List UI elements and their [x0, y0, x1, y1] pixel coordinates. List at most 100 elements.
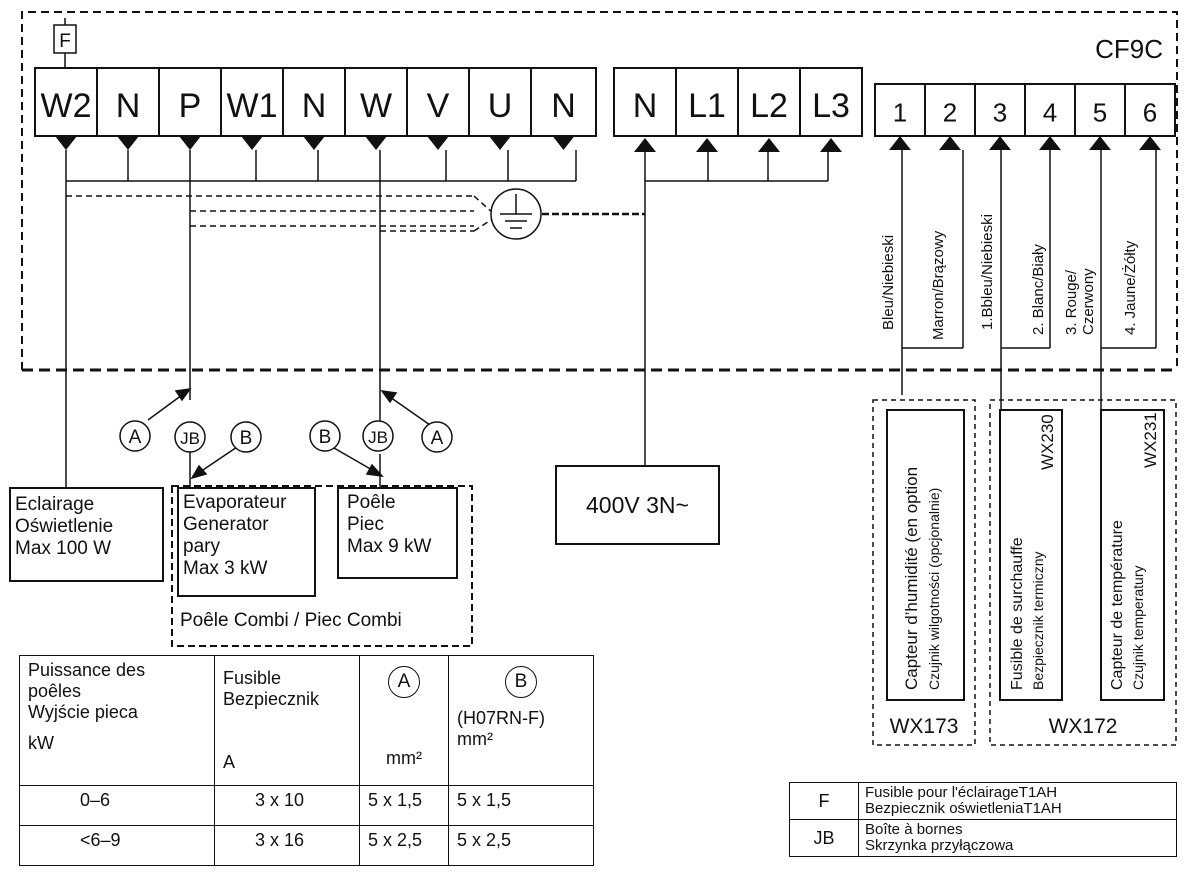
- terminal-arrow: [55, 136, 77, 150]
- wire-label-1: Bleu/Niebieski: [880, 235, 897, 330]
- table-header-row: Puissance des poêles Wyjście pieca kW Fu…: [19, 655, 594, 786]
- terminal-label: N: [116, 87, 141, 125]
- marker-b-right: [309, 420, 341, 452]
- wx172-group-border: [989, 399, 1177, 746]
- wire-label-4: 2. Blanc/Biały: [1030, 244, 1047, 335]
- cable-table: Puissance des poêles Wyjście pieca kW Fu…: [19, 655, 594, 866]
- terminal-label: P: [179, 87, 202, 125]
- terminal-arrow: [303, 136, 325, 150]
- evaporator-label-fr: Evaporateur: [183, 492, 287, 513]
- wire-label-3: 1.Bbleu/Niebieski: [979, 214, 996, 330]
- evaporator-box: Evaporateur Generator pary Max 3 kW: [177, 487, 316, 597]
- terminal-label: W2: [41, 87, 92, 125]
- terminal-arrow: [939, 136, 961, 150]
- wire-label-5b: Czerwony: [1080, 268, 1097, 335]
- terminal-arrow: [365, 136, 387, 150]
- terminal-cell: [874, 83, 926, 137]
- lighting-label-pl: Oświetlenie: [15, 516, 114, 537]
- terminal-label: 1: [893, 97, 907, 127]
- legend-row-jb: JB Boîte à bornes Skrzynka przyłączowa: [789, 819, 1177, 857]
- overheat-fuse-label-fr: Fusible de surchauffe: [1009, 537, 1026, 690]
- junction-box-left: [174, 421, 206, 453]
- header-cable-a: A mm²: [359, 655, 449, 786]
- fuse-symbol-label: F: [59, 31, 71, 52]
- stove-label-pl: Piec: [347, 514, 384, 535]
- table-row: 0–6 3 x 10 5 x 1,5 5 x 1,5: [19, 785, 594, 826]
- legend-row-fuse: F Fusible pour l'éclairageT1AH Bezpieczn…: [789, 782, 1177, 820]
- lighting-box: Eclairage Oświetlenie Max 100 W: [9, 487, 164, 582]
- temp-sensor-box: [1100, 409, 1165, 701]
- terminal-label: 2: [943, 97, 957, 127]
- evaporator-max: Max 3 kW: [183, 558, 268, 579]
- temp-sensor-code: WX231: [1141, 412, 1160, 468]
- connection-arrows: [147, 388, 431, 487]
- terminal-arrow: [489, 136, 511, 150]
- supply-box: 400V 3N~: [555, 465, 720, 545]
- svg-text:A: A: [129, 427, 142, 448]
- terminal-cell: [675, 67, 739, 137]
- terminal-arrow: [989, 136, 1011, 150]
- terminal-cell: [406, 67, 470, 137]
- terminal-label: U: [488, 87, 513, 125]
- supply-label: 400V 3N~: [586, 492, 689, 518]
- overheat-fuse-box: [999, 409, 1063, 701]
- legend-table: F Fusible pour l'éclairageT1AH Bezpieczn…: [789, 782, 1177, 857]
- svg-text:A: A: [431, 428, 444, 449]
- terminal-cell: [530, 67, 597, 137]
- sensor-wires: [901, 150, 1157, 410]
- terminal-arrow: [241, 136, 263, 150]
- terminal-arrow: [179, 136, 201, 150]
- terminal-label: L1: [688, 87, 726, 125]
- terminal-arrow: [1039, 136, 1061, 150]
- terminal-arrow: [117, 136, 139, 150]
- terminal-label: W1: [227, 87, 278, 125]
- header-cable-b: B (H07RN-F) mm²: [448, 655, 594, 786]
- stove-max: Max 9 kW: [347, 536, 432, 557]
- terminal-arrow: [889, 136, 911, 150]
- humidity-sensor-label-pl: Czujnik wilgotności (opcjonalnie): [926, 488, 942, 690]
- terminal-arrow: [1139, 136, 1161, 150]
- terminal-label: W: [360, 87, 392, 125]
- terminal-label: 5: [1093, 97, 1107, 127]
- earth-wires: [66, 195, 495, 232]
- terminal-arrow: [696, 138, 718, 152]
- terminal-cell: [737, 67, 801, 137]
- table-row: <6–9 3 x 16 5 x 2,5 5 x 2,5: [19, 825, 594, 866]
- terminal-label: N: [633, 87, 658, 125]
- terminal-arrow: [634, 138, 656, 152]
- lighting-max: Max 100 W: [15, 538, 112, 559]
- humidity-sensor-label-fr: Capteur d’humidité (en option: [902, 467, 921, 690]
- terminal-label: L2: [750, 87, 788, 125]
- terminal-cell: [799, 67, 863, 137]
- combi-label: Poêle Combi / Piec Combi: [180, 610, 402, 631]
- terminal-label: N: [551, 87, 576, 125]
- terminal-arrow: [758, 138, 780, 152]
- svg-text:B: B: [240, 428, 253, 449]
- wire-label-5a: 3. Rouge/: [1063, 269, 1080, 335]
- unit-enclosure-border: [21, 11, 1178, 370]
- stove-label-fr: Poêle: [347, 492, 396, 513]
- wx173-group-border: [872, 399, 976, 746]
- wire-label-6: 4. Jaune/Żółty: [1121, 240, 1139, 335]
- wx173-label: WX173: [890, 715, 959, 738]
- combi-group-border: [171, 485, 473, 647]
- header-fuse: Fusible Bezpiecznik A: [214, 655, 360, 786]
- overheat-fuse-label-pl: Bezpiecznik termiczny: [1030, 552, 1046, 691]
- model-label: CF9C: [1095, 34, 1163, 64]
- terminal-cell: [220, 67, 284, 137]
- terminal-cell: [158, 67, 222, 137]
- temp-sensor-label-pl: Czujnik temperatury: [1130, 566, 1146, 691]
- fuse-symbol: [53, 24, 77, 54]
- terminal-label: 6: [1143, 97, 1157, 127]
- terminal-label: 3: [993, 97, 1007, 127]
- stove-box: Poêle Piec Max 9 kW: [337, 487, 458, 579]
- terminal-arrow: [552, 136, 575, 150]
- marker-a-left: [119, 420, 151, 452]
- wx172-label: WX172: [1049, 715, 1118, 738]
- terminal-cell: [924, 83, 976, 137]
- terminal-label: N: [302, 87, 327, 125]
